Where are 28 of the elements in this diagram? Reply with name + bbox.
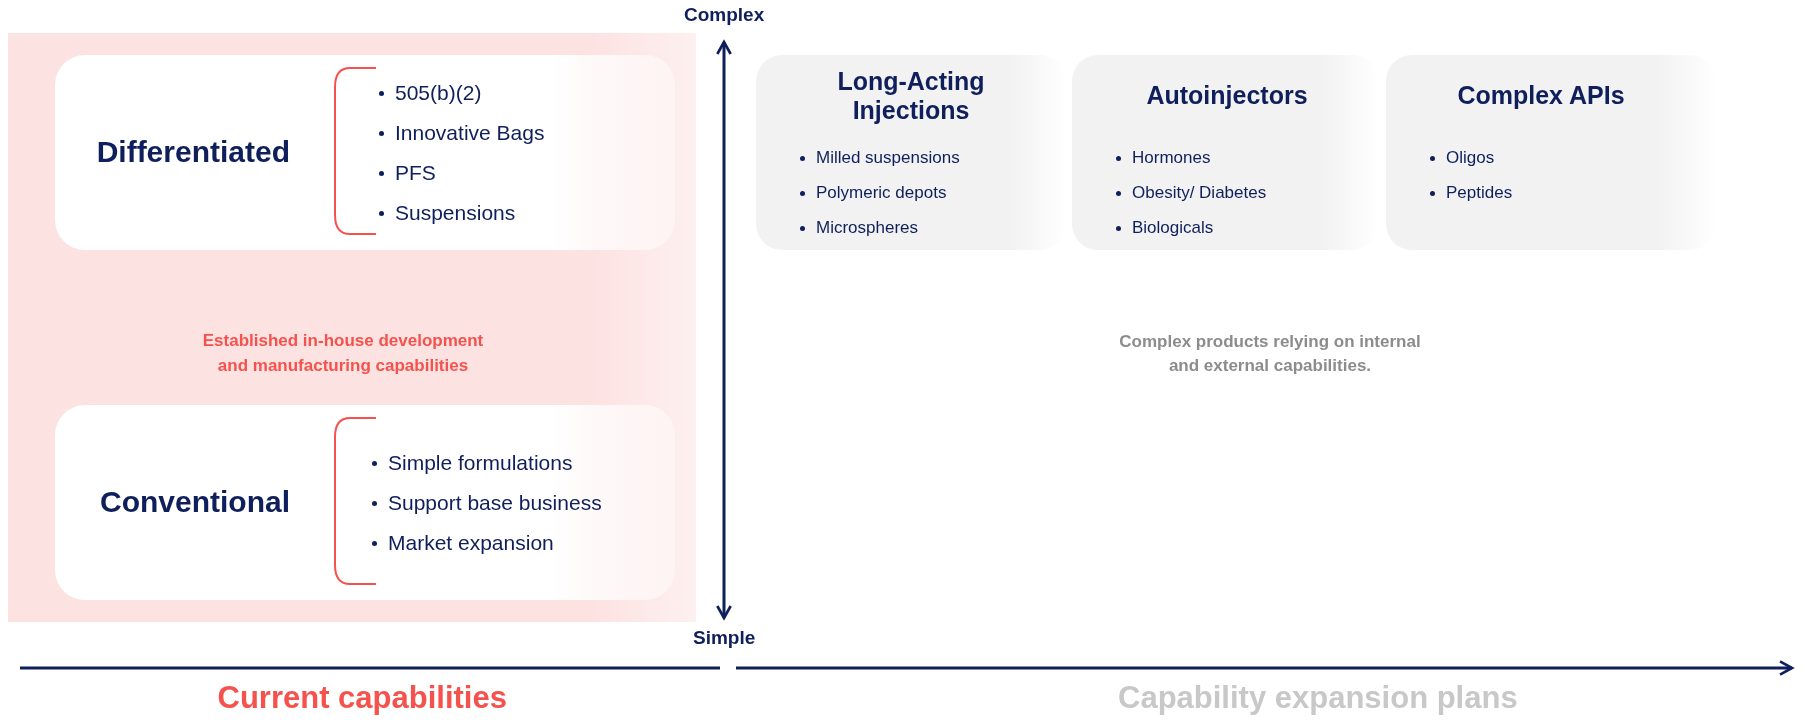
list-item: Simple formulations <box>388 442 573 483</box>
list-item: 505(b)(2) <box>395 72 482 113</box>
category-card <box>55 55 675 250</box>
list-item: Milled suspensions <box>816 140 960 175</box>
background-panel <box>8 33 696 622</box>
list-item: Peptides <box>1446 175 1513 210</box>
panel-note: Established in-house development and manufacturing capabilities <box>201 330 485 377</box>
axis-label: Simple <box>693 627 756 649</box>
category-card <box>55 405 675 600</box>
category-heading: Autoinjectors <box>1145 81 1309 110</box>
category-heading: Complex APIs <box>1456 81 1626 110</box>
list-item: Hormones <box>1132 140 1211 175</box>
section-title: Current capabilities <box>217 680 507 716</box>
list-item: Innovative Bags <box>395 112 545 153</box>
list-item: Suspensions <box>395 192 516 233</box>
list-item: PFS <box>395 152 436 193</box>
note-text: Complex products relying on internal and external capabilities. <box>1118 331 1422 377</box>
list-item: Oligos <box>1446 140 1495 175</box>
axis-label: Complex <box>684 4 765 26</box>
list-item: Market expansion <box>388 522 554 563</box>
category-heading: Long-Acting Injections <box>836 67 986 125</box>
list-item: Biologicals <box>1132 210 1214 245</box>
list-item: Polymeric depots <box>816 175 947 210</box>
list-item: Support base business <box>388 482 602 523</box>
list-item: Microspheres <box>816 210 919 245</box>
category-heading: Conventional <box>99 484 290 519</box>
category-heading: Differentiated <box>95 134 290 169</box>
list-item: Obesity/ Diabetes <box>1132 175 1267 210</box>
